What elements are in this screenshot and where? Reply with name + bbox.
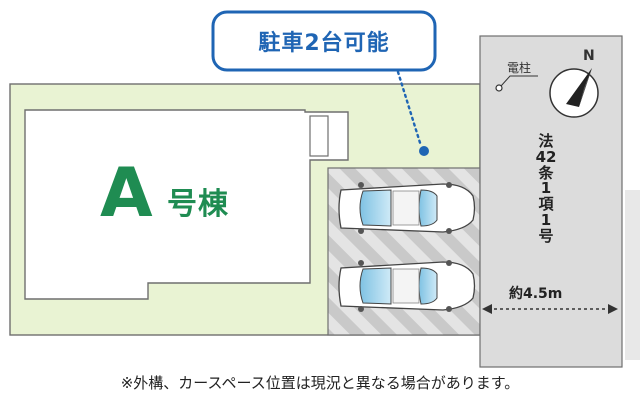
north-label: N	[583, 48, 595, 64]
car-1	[338, 182, 476, 234]
road-width-label: 約4.5m	[509, 286, 563, 302]
utility-pole-label: 電柱	[507, 61, 532, 75]
building-suffix: 号棟	[167, 187, 229, 222]
disclaimer-note: ※外構、カースペース位置は現況と異なる場合があります。	[120, 374, 520, 392]
building-letter: A	[100, 154, 153, 233]
compass-icon	[549, 68, 599, 118]
road-width-dimension	[482, 304, 618, 314]
neighbor-structure	[625, 190, 640, 360]
callout-leader	[396, 70, 423, 148]
building-notch	[309, 115, 329, 157]
callout-box	[211, 10, 437, 72]
road-designation-label: 法42条1項1号	[535, 132, 557, 245]
callout-dot	[419, 146, 429, 156]
building-footprint	[24, 109, 349, 300]
utility-pole-icon	[495, 75, 538, 92]
car-2	[338, 260, 476, 312]
callout-text: 駐車2台可能	[258, 31, 390, 56]
